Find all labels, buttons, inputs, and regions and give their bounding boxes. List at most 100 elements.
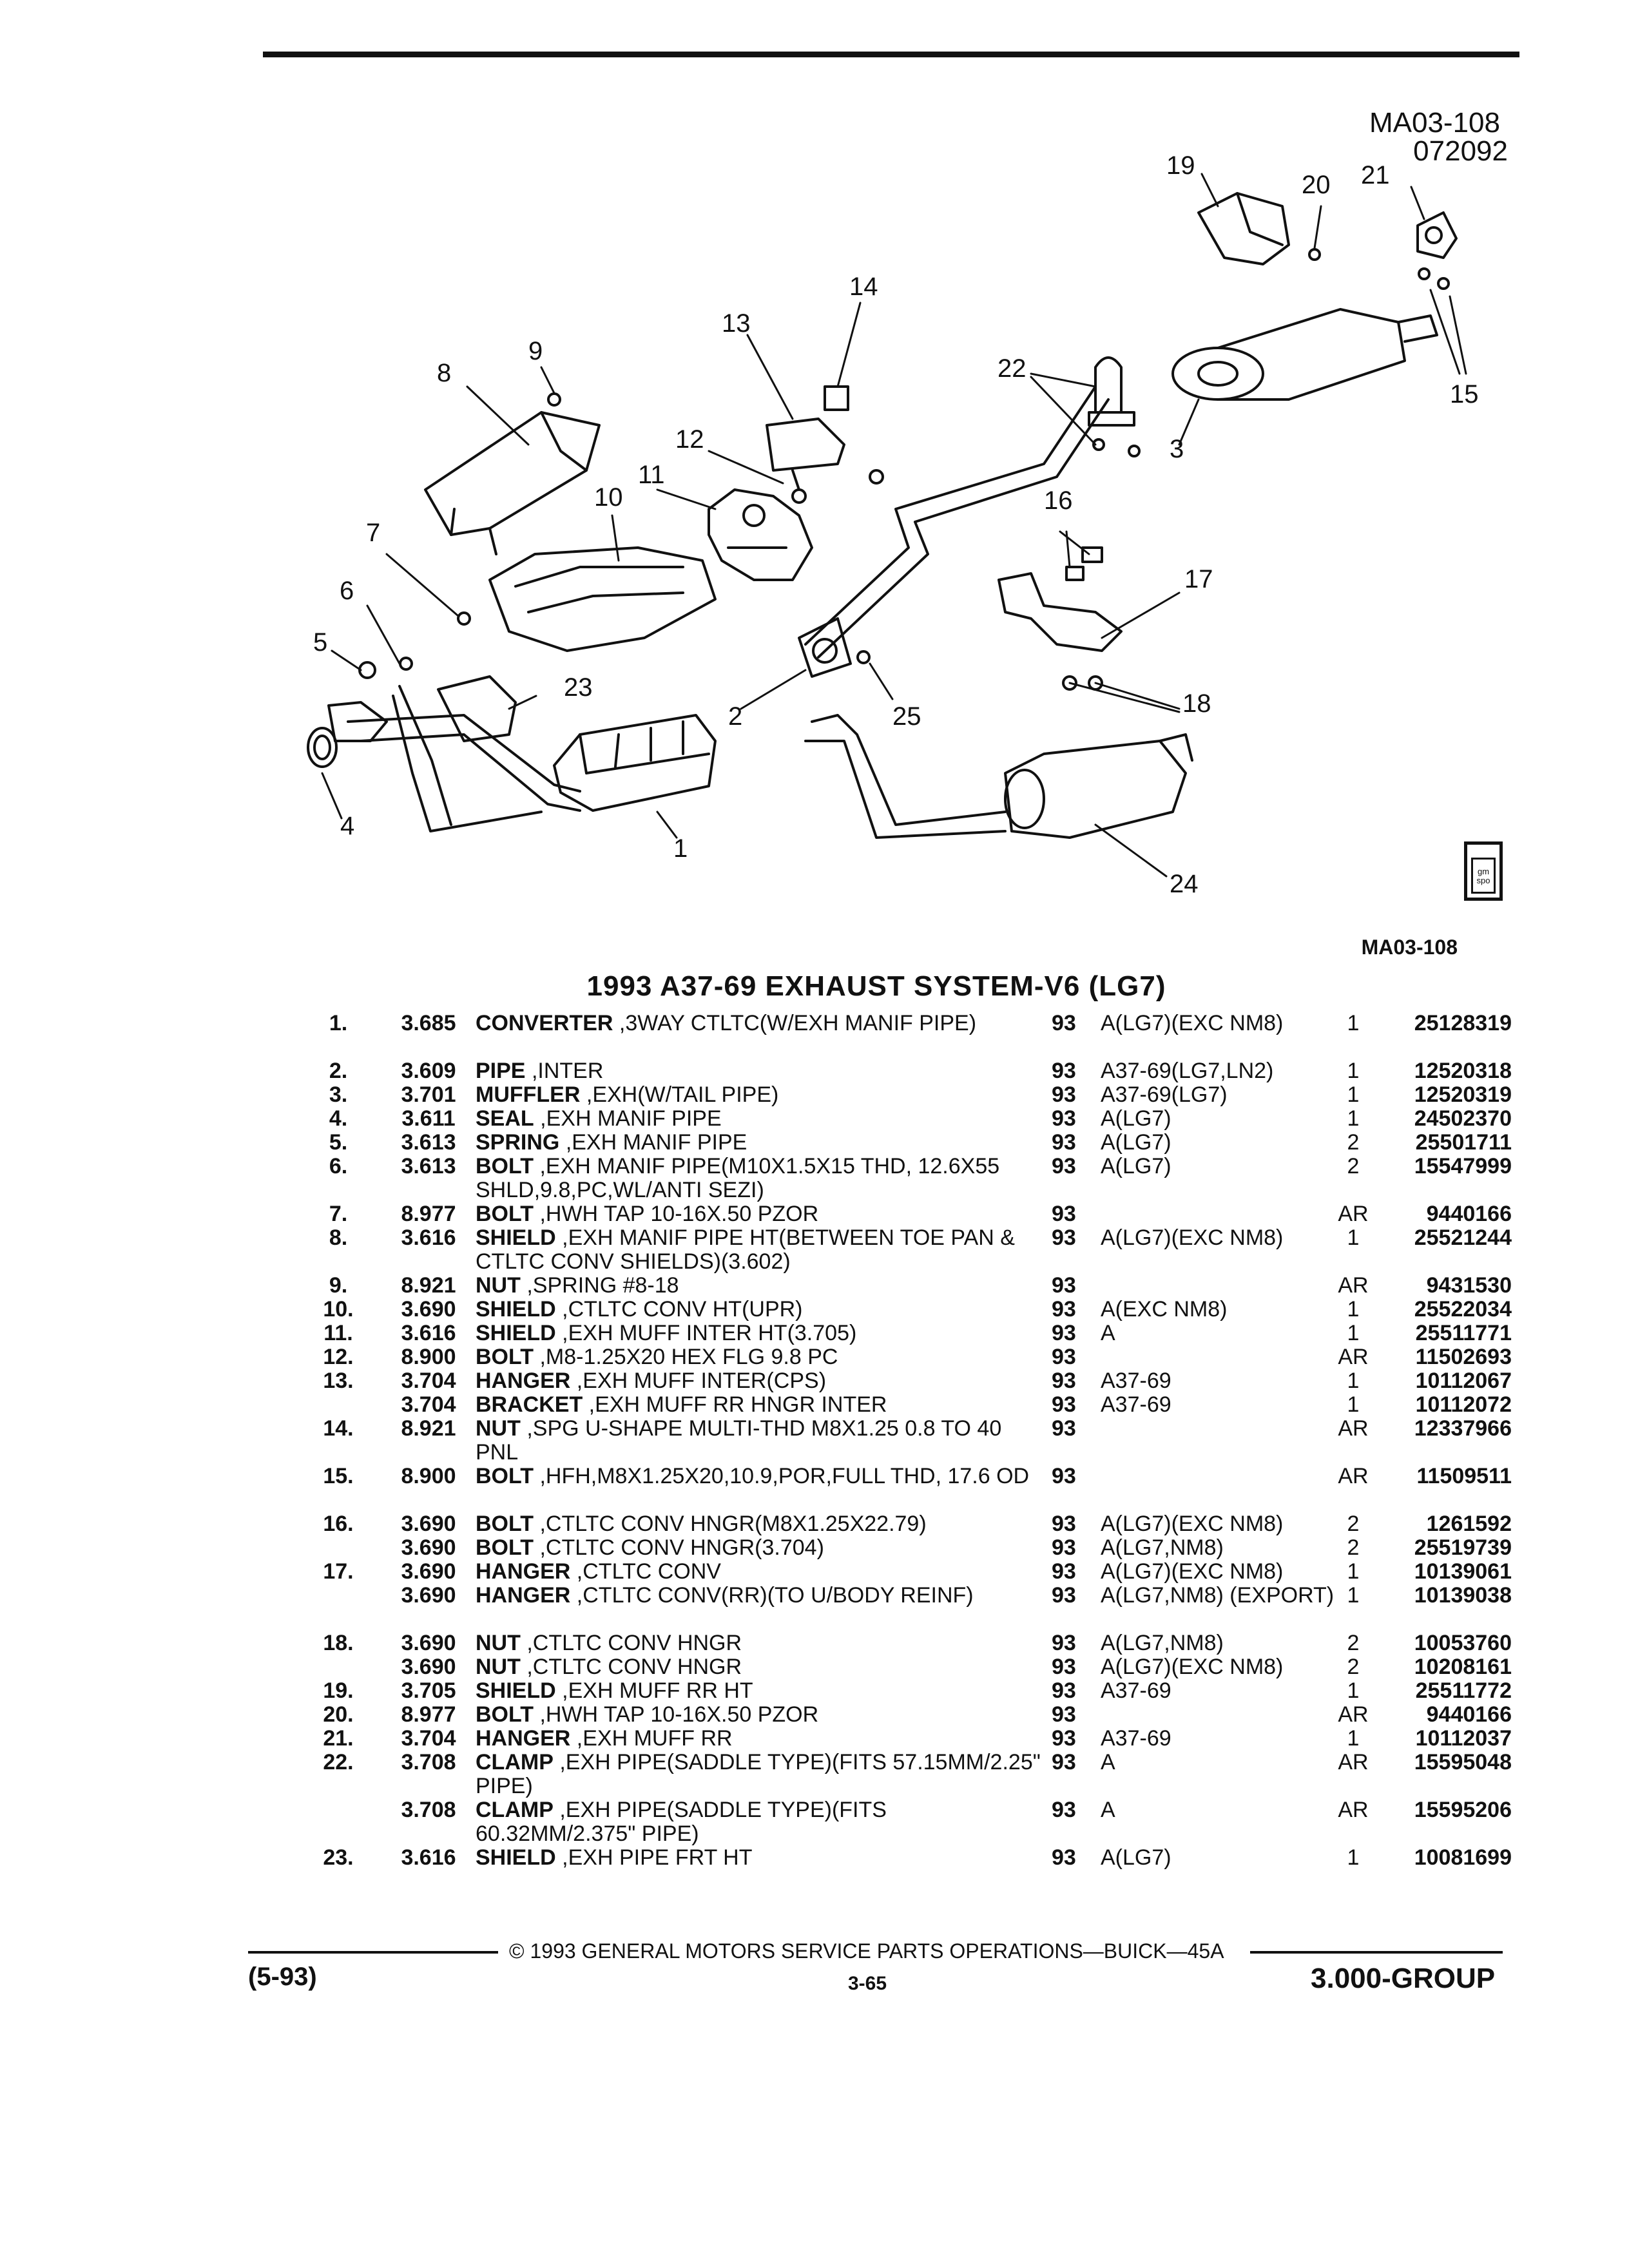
gm-spo-logo: gm spo bbox=[1464, 841, 1503, 901]
callout-22: 22 bbox=[998, 354, 1027, 383]
part-description: BOLT ,CTLTC CONV HNGR(M8X1.25X22.79) bbox=[476, 1512, 1043, 1536]
application: A37-69 bbox=[1101, 1726, 1171, 1751]
group-number: 3.708 bbox=[401, 1750, 456, 1774]
quantity: 1 bbox=[1347, 1726, 1360, 1751]
part-number: 10112072 bbox=[1415, 1392, 1512, 1417]
application: A(LG7,NM8) bbox=[1101, 1631, 1224, 1655]
part-name: CLAMP bbox=[476, 1750, 554, 1774]
item-index: 21. bbox=[323, 1726, 354, 1751]
quantity: 1 bbox=[1347, 1559, 1360, 1584]
callout-25: 25 bbox=[892, 702, 921, 731]
part-number: 9440166 bbox=[1426, 1202, 1512, 1226]
rear-shield-shape bbox=[1197, 192, 1290, 265]
part-number: 10139061 bbox=[1414, 1559, 1512, 1584]
part-description: SEAL ,EXH MANIF PIPE bbox=[476, 1107, 1043, 1131]
application: A(LG7)(EXC NM8) bbox=[1101, 1011, 1284, 1035]
part-description: BRACKET ,EXH MUFF RR HNGR INTER bbox=[476, 1393, 1043, 1417]
quantity: AR bbox=[1338, 1416, 1369, 1441]
part-description: NUT ,SPG U-SHAPE MULTI-THD M8X1.25 0.8 T… bbox=[476, 1417, 1043, 1465]
part-description: NUT ,CTLTC CONV HNGR bbox=[476, 1631, 1043, 1655]
item-index: 15. bbox=[323, 1464, 354, 1488]
part-name: SHIELD bbox=[476, 1845, 556, 1870]
callout-7: 7 bbox=[366, 519, 380, 547]
model-year: 93 bbox=[1052, 1297, 1076, 1321]
group-number: 3.613 bbox=[401, 1130, 456, 1155]
part-description: HANGER ,EXH MUFF INTER(CPS) bbox=[476, 1369, 1043, 1393]
callout-6: 6 bbox=[340, 577, 354, 605]
part-name: SHIELD bbox=[476, 1225, 556, 1250]
part-detail: ,CTLTC CONV HT(UPR) bbox=[562, 1297, 803, 1321]
part-number: 25521244 bbox=[1414, 1225, 1512, 1250]
item-index: 16. bbox=[323, 1512, 354, 1536]
model-year: 93 bbox=[1052, 1631, 1076, 1655]
item-index: 2. bbox=[329, 1059, 348, 1083]
item-index: 12. bbox=[323, 1345, 354, 1369]
part-name: SPRING bbox=[476, 1130, 560, 1155]
part-number: 12520319 bbox=[1414, 1082, 1512, 1107]
callout-10: 10 bbox=[594, 483, 623, 512]
leader-lines bbox=[321, 173, 1467, 878]
callout-numbers: 1 2 3 4 5 6 7 8 9 10 11 12 13 14 15 16 1… bbox=[313, 151, 1479, 898]
part-detail: ,EXH MANIF PIPE bbox=[540, 1106, 722, 1131]
bolt-20-shape bbox=[1308, 248, 1321, 261]
part-name: BRACKET bbox=[476, 1392, 583, 1417]
part-detail: ,M8-1.25X20 HEX FLG 9.8 PC bbox=[539, 1345, 838, 1369]
part-detail: ,EXH MUFF RR HNGR INTER bbox=[588, 1392, 887, 1417]
application: A(LG7) bbox=[1101, 1106, 1171, 1131]
part-description: SHIELD ,CTLTC CONV HT(UPR) bbox=[476, 1298, 1043, 1321]
part-detail: ,EXH PIPE(SADDLE TYPE)(FITS 57.15MM/2.25… bbox=[476, 1750, 1041, 1798]
part-number: 25519739 bbox=[1414, 1535, 1512, 1560]
group-number: 8.900 bbox=[401, 1345, 456, 1369]
catalytic-converter-shape bbox=[553, 714, 717, 812]
part-name: NUT bbox=[476, 1655, 521, 1679]
group-number: 3.616 bbox=[401, 1225, 456, 1250]
application: A37-69(LG7,LN2) bbox=[1101, 1059, 1274, 1083]
part-description: HANGER ,CTLTC CONV(RR)(TO U/BODY REINF) bbox=[476, 1584, 1043, 1608]
item-index: 4. bbox=[329, 1106, 348, 1131]
group-number: 3.690 bbox=[401, 1631, 456, 1655]
part-name: SHIELD bbox=[476, 1297, 556, 1321]
page-number: 3-65 bbox=[848, 1973, 887, 1994]
part-name: BOLT bbox=[476, 1512, 534, 1536]
part-detail: ,SPRING #8-18 bbox=[526, 1273, 679, 1298]
part-name: BOLT bbox=[476, 1535, 534, 1560]
part-name: CONVERTER bbox=[476, 1011, 613, 1035]
copyright-notice: © 1993 GENERAL MOTORS SERVICE PARTS OPER… bbox=[509, 1939, 1224, 1963]
application: A37-69 bbox=[1101, 1369, 1171, 1393]
model-year: 93 bbox=[1052, 1512, 1076, 1536]
callout-18: 18 bbox=[1182, 689, 1211, 718]
item-index: 23. bbox=[323, 1845, 354, 1870]
model-year: 93 bbox=[1052, 1106, 1076, 1131]
callout-11: 11 bbox=[638, 461, 665, 489]
group-number: 3.690 bbox=[401, 1297, 456, 1321]
part-detail: ,EXH MANIF PIPE bbox=[565, 1130, 747, 1155]
quantity: 2 bbox=[1347, 1512, 1360, 1536]
item-index: 10. bbox=[323, 1297, 354, 1321]
part-name: SEAL bbox=[476, 1106, 534, 1131]
part-detail: ,CTLTC CONV HNGR(M8X1.25X22.79) bbox=[539, 1512, 927, 1536]
quantity: 1 bbox=[1347, 1082, 1360, 1107]
manifold-flange-shape bbox=[327, 701, 388, 742]
part-number: 25511771 bbox=[1415, 1321, 1512, 1345]
part-name: HANGER bbox=[476, 1726, 571, 1751]
application: A(LG7) bbox=[1101, 1845, 1171, 1870]
quantity: AR bbox=[1338, 1702, 1369, 1727]
model-year: 93 bbox=[1052, 1321, 1076, 1345]
model-year: 93 bbox=[1052, 1369, 1076, 1393]
application: A(LG7) bbox=[1101, 1130, 1171, 1155]
rear-muffler-shape bbox=[1171, 308, 1438, 401]
group-number: 8.977 bbox=[401, 1202, 456, 1226]
quantity: AR bbox=[1338, 1273, 1369, 1298]
item-index: 9. bbox=[329, 1273, 348, 1298]
application: A(LG7)(EXC NM8) bbox=[1101, 1559, 1284, 1584]
part-description: HANGER ,CTLTC CONV bbox=[476, 1560, 1043, 1584]
part-name: NUT bbox=[476, 1631, 521, 1655]
item-index: 19. bbox=[323, 1678, 354, 1703]
quantity: 1 bbox=[1347, 1106, 1360, 1131]
part-number: 10112037 bbox=[1415, 1726, 1512, 1751]
quantity: 2 bbox=[1347, 1130, 1360, 1155]
quantity: 1 bbox=[1347, 1845, 1360, 1870]
part-number: 10208161 bbox=[1414, 1655, 1512, 1679]
item-index: 13. bbox=[323, 1369, 354, 1393]
